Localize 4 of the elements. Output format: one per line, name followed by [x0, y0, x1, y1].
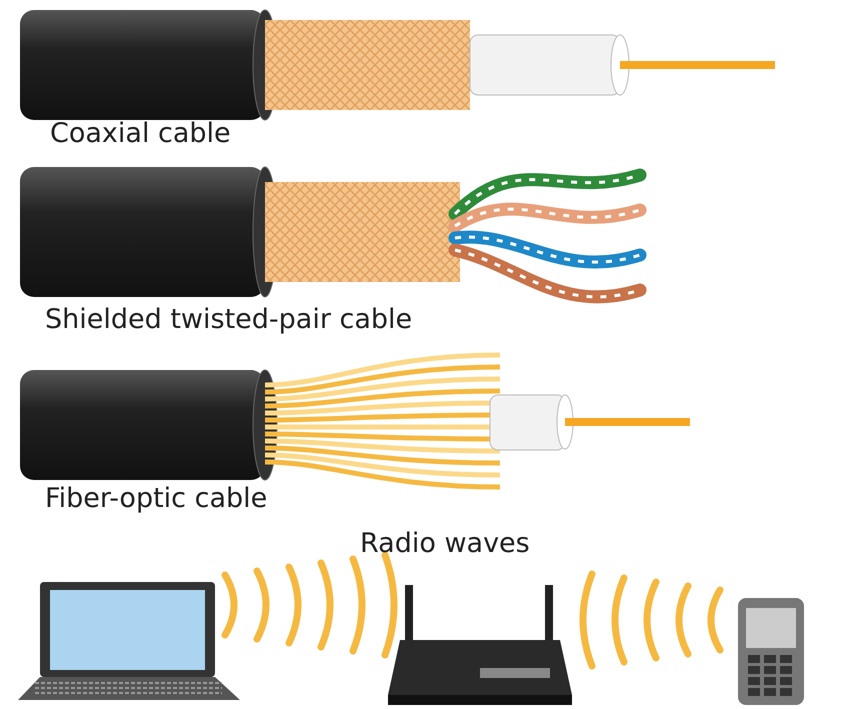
- signal-label: Radio waves: [360, 528, 530, 560]
- cable-label: Fiber-optic cable: [45, 483, 268, 516]
- cable-label: Coaxial cable: [50, 118, 231, 150]
- cable-label: Shielded twisted-pair cable: [45, 304, 412, 336]
